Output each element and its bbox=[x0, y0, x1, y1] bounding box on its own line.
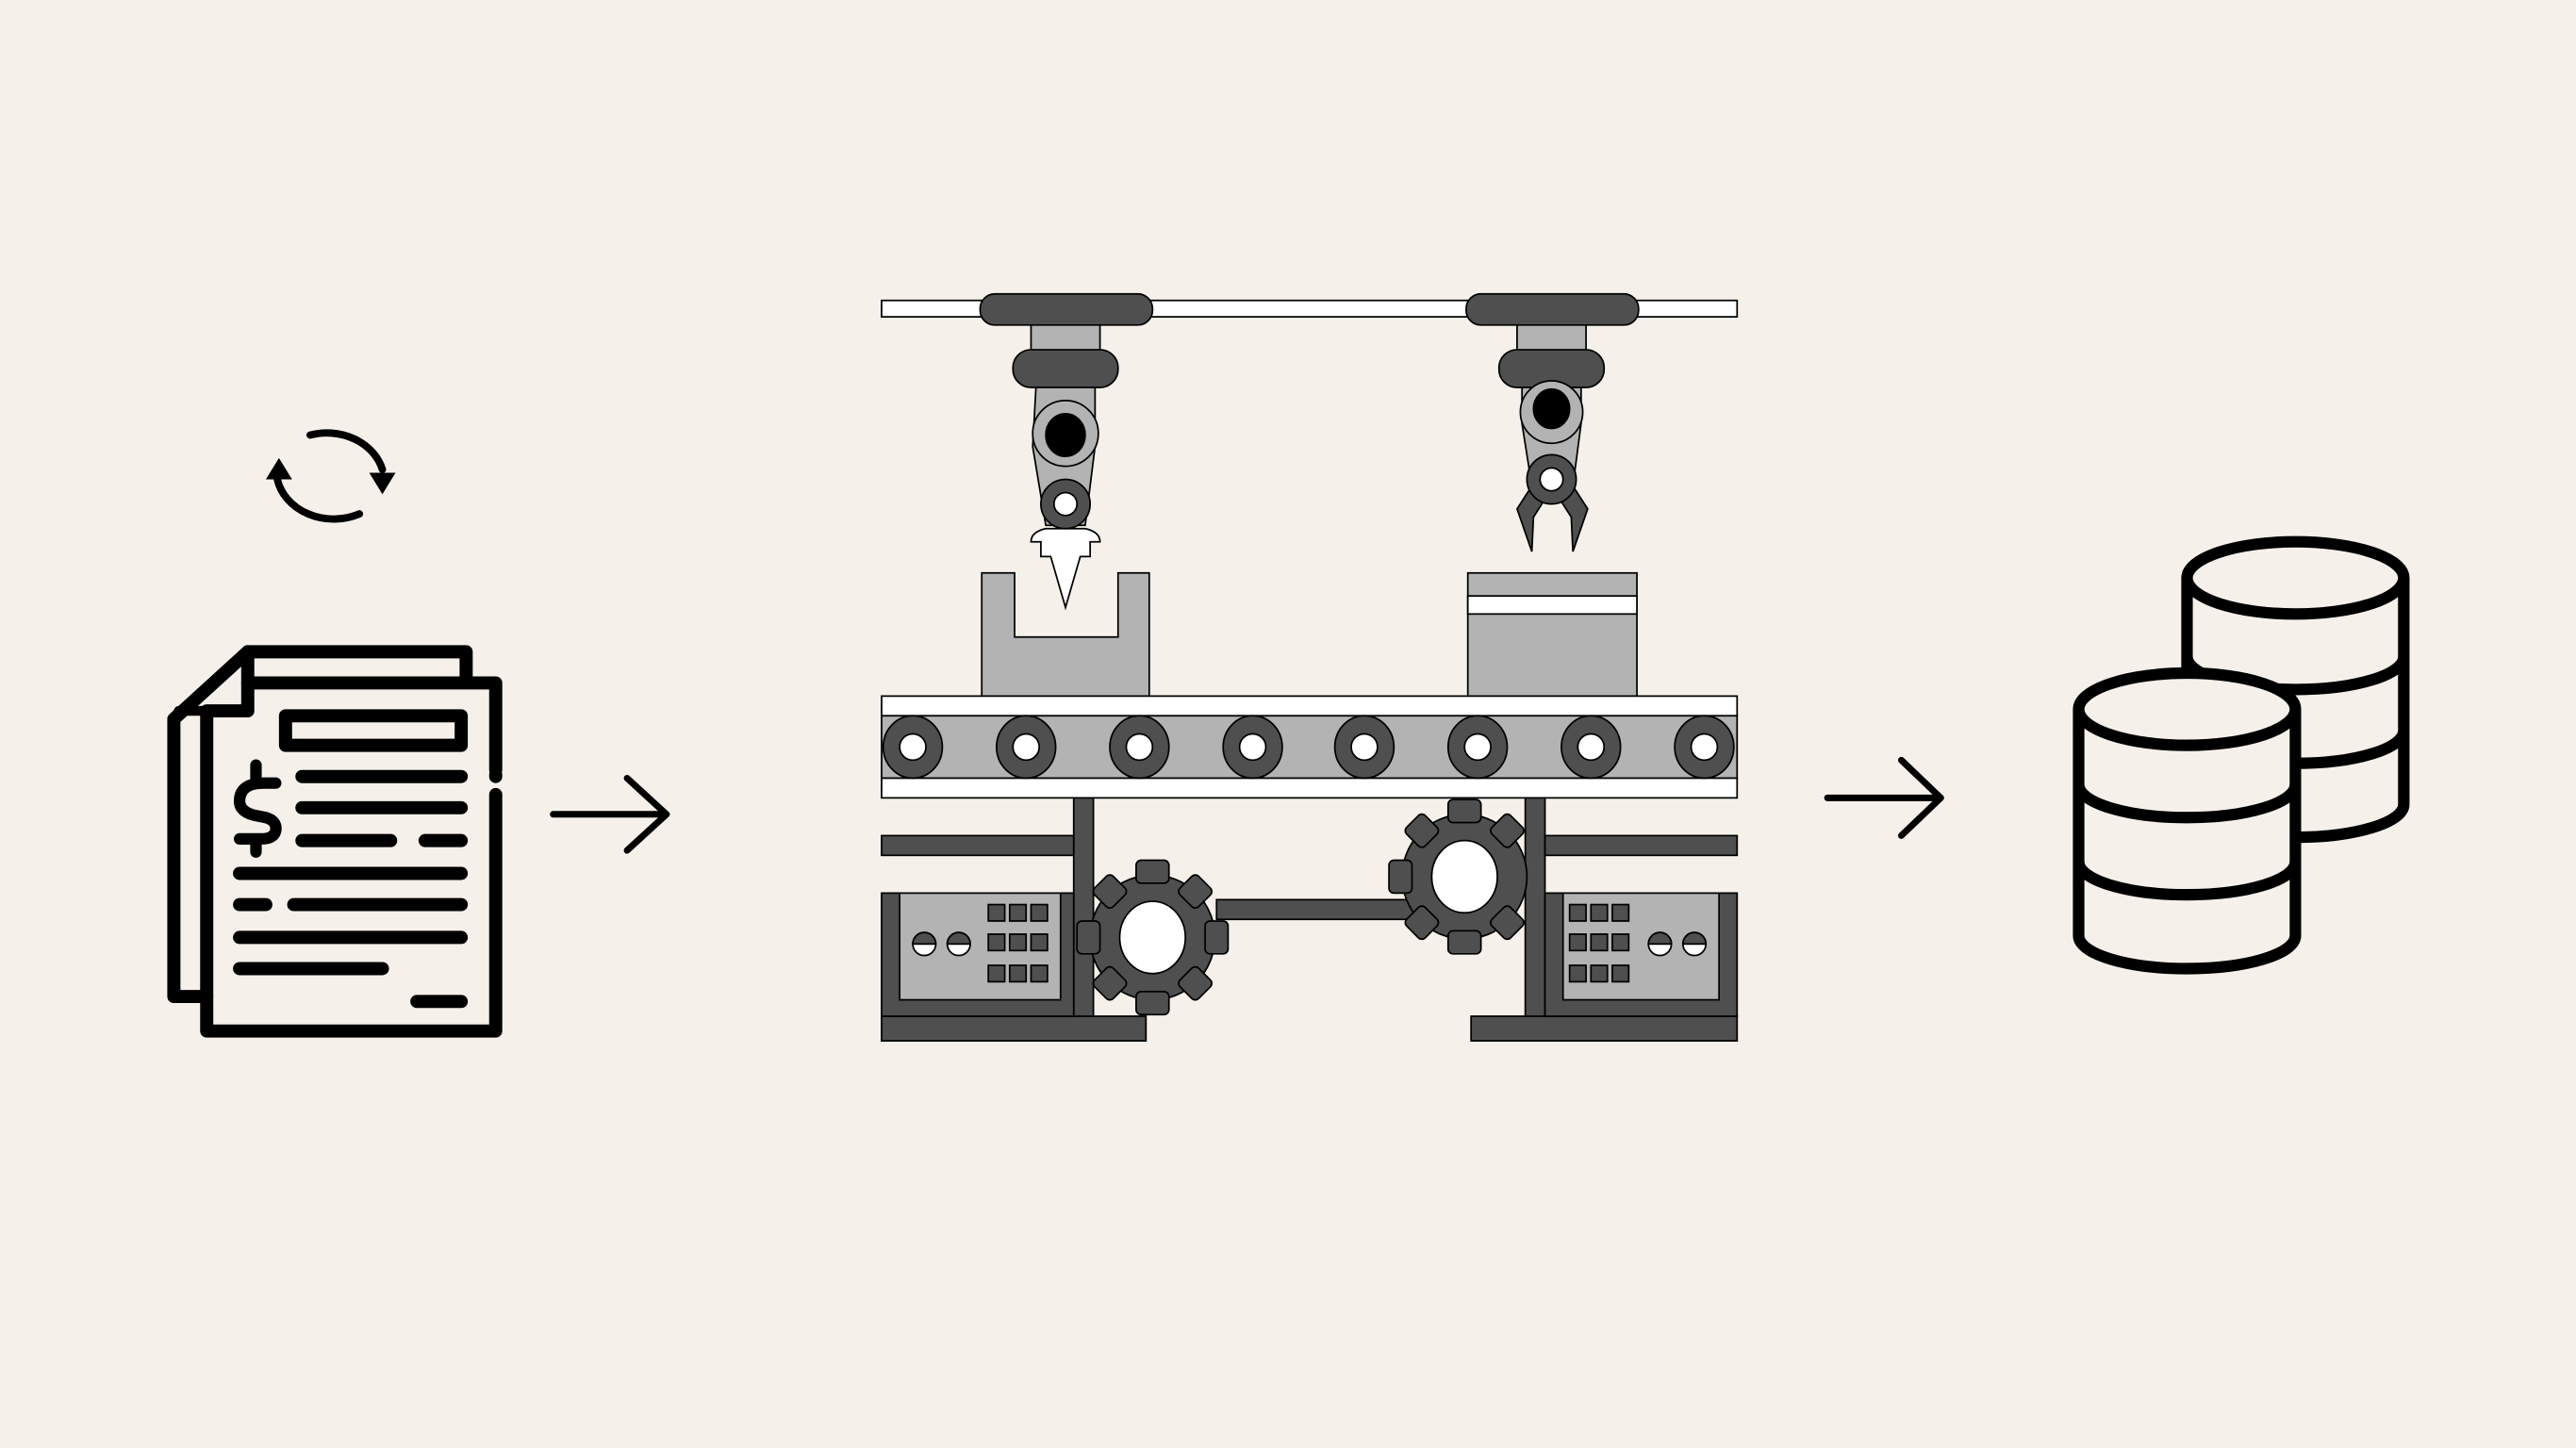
invoice-dollar-icon bbox=[167, 645, 503, 1038]
gear-icon bbox=[1388, 798, 1528, 955]
control-panel-right bbox=[1544, 892, 1739, 1017]
control-panel-left bbox=[881, 892, 1075, 1017]
robotic-assembly-line-icon bbox=[881, 292, 1739, 1042]
robot-arm-gripper bbox=[1465, 292, 1640, 552]
arrow-right-icon bbox=[1824, 756, 1944, 839]
conveyor-rollers bbox=[882, 715, 1735, 780]
database-front bbox=[2072, 666, 2302, 975]
refresh-cycle-icon bbox=[265, 429, 396, 523]
arrow-right-icon bbox=[550, 774, 670, 854]
gear-icon bbox=[1076, 859, 1230, 1016]
product-box bbox=[1466, 571, 1638, 698]
conveyor-bottom bbox=[881, 777, 1739, 799]
conveyor-top bbox=[881, 695, 1739, 717]
database-stack-icon bbox=[2072, 535, 2410, 975]
robot-arm-drill bbox=[979, 292, 1154, 611]
